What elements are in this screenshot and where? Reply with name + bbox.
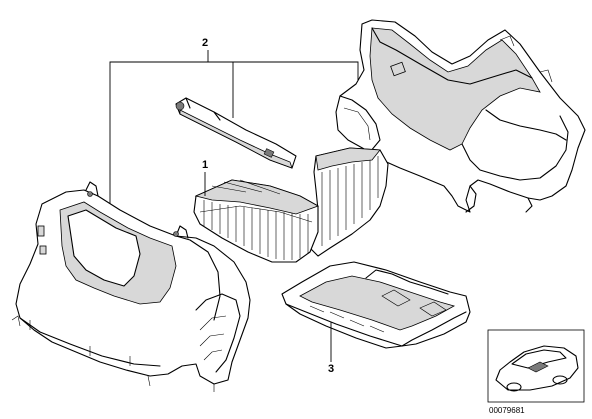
- clip-bracket: [175, 97, 297, 169]
- filter-element: [193, 147, 389, 263]
- vehicle-locator-thumbnail: [487, 329, 585, 403]
- reference-number: 00079681: [489, 406, 525, 415]
- filter-frame: [281, 261, 471, 349]
- callout-label-3: 3: [328, 363, 334, 375]
- callout-label-2: 2: [202, 37, 208, 49]
- filter-pleats: [199, 156, 379, 260]
- car-silhouette-icon: [495, 345, 579, 392]
- upper-right-housing: [335, 19, 586, 213]
- callout-label-1: 1: [202, 159, 208, 171]
- callout-2-leaders: [109, 50, 359, 215]
- lower-left-housing: [11, 181, 251, 392]
